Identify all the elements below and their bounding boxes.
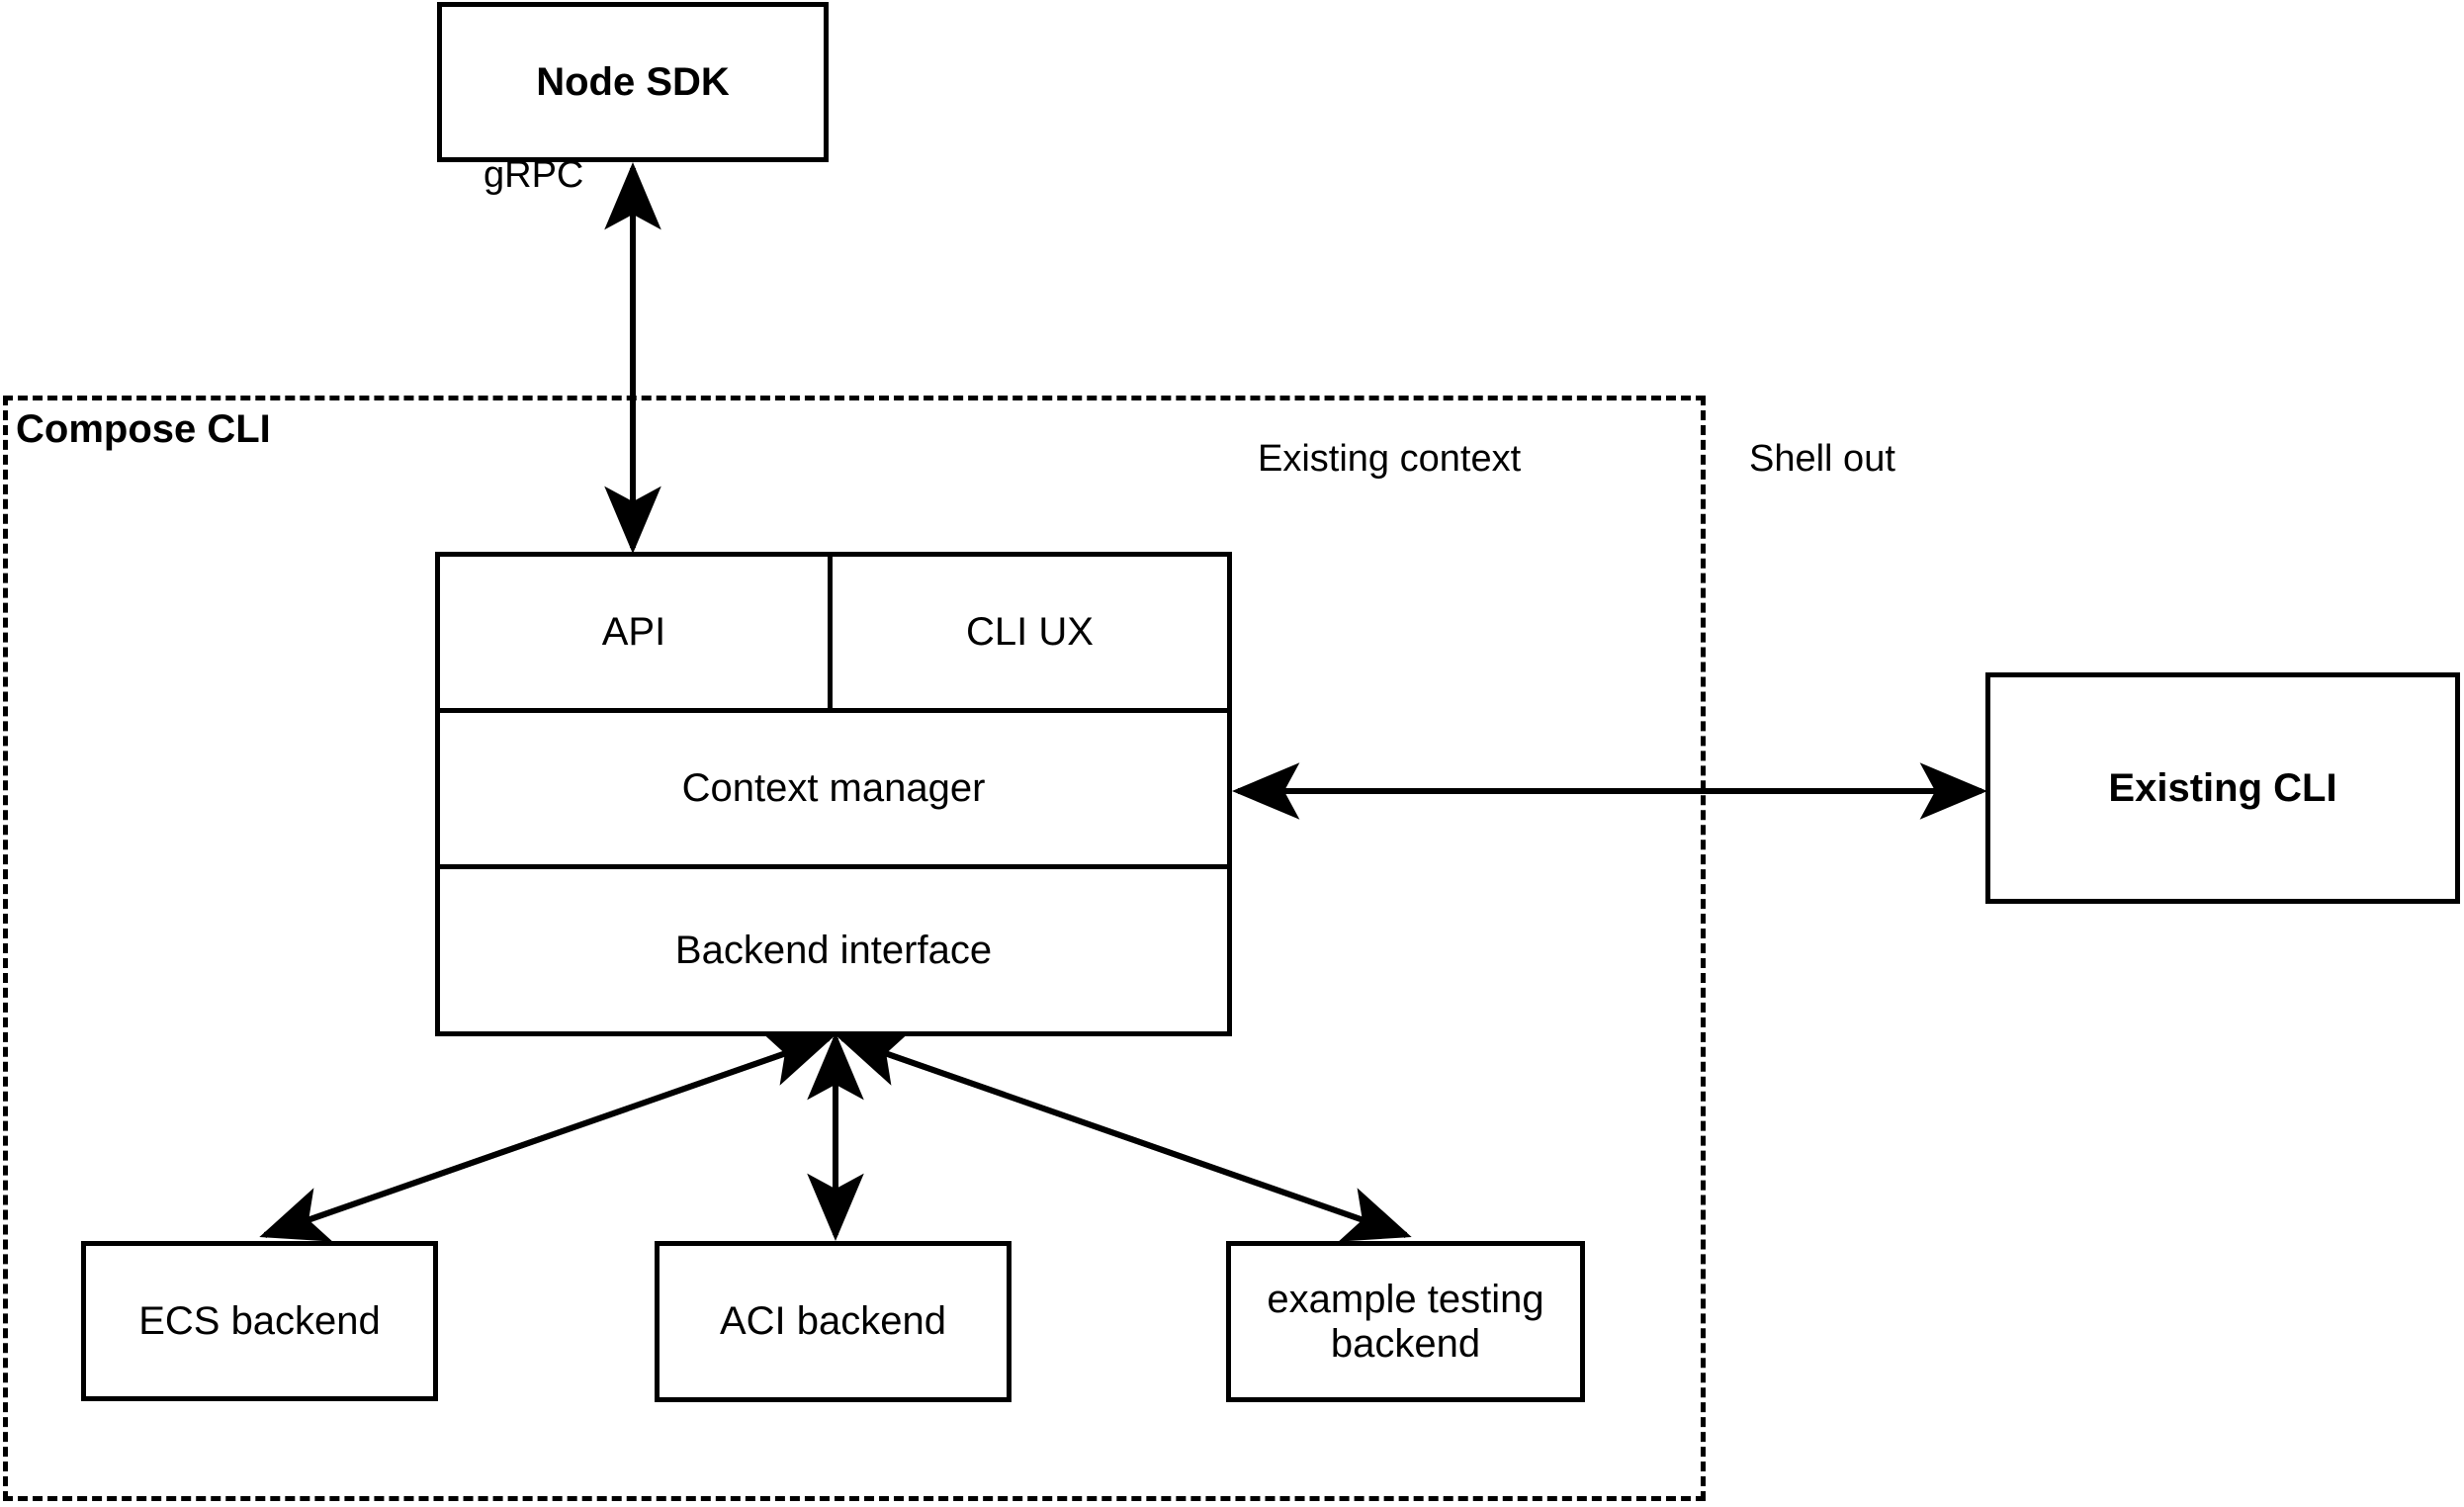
existing-cli-box: Existing CLI [1985, 672, 2460, 904]
ecs-backend-box: ECS backend [81, 1241, 438, 1401]
example-testing-backend-box: example testing backend [1226, 1241, 1585, 1402]
edge-label-grpc: gRPC [484, 154, 584, 196]
backend-interface-cell: Backend interface [440, 869, 1227, 1031]
node-sdk-label: Node SDK [536, 59, 730, 104]
backend-interface-label: Backend interface [674, 928, 993, 972]
aci-backend-box: ACI backend [655, 1241, 1012, 1402]
node-sdk-box: Node SDK [437, 2, 829, 162]
example-testing-backend-label: example testing backend [1257, 1278, 1553, 1367]
aci-backend-label: ACI backend [719, 1299, 947, 1344]
example-testing-backend-label-line1: example testing [1267, 1277, 1544, 1321]
edge-label-shell-out: Shell out [1749, 438, 1895, 480]
context-manager-label: Context manager [681, 766, 986, 810]
api-cliux-row: API CLI UX [440, 557, 1227, 713]
compose-cli-label: Compose CLI [16, 407, 271, 451]
api-label: API [601, 610, 666, 654]
ecs-backend-label: ECS backend [138, 1298, 381, 1343]
context-manager-cell: Context manager [440, 713, 1227, 869]
compose-cli-core-stack: API CLI UX Context manager Backend inter… [435, 552, 1232, 1036]
existing-cli-label: Existing CLI [2108, 765, 2337, 810]
example-testing-backend-label-line2: backend [1330, 1321, 1481, 1366]
edge-label-existing-context: Existing context [1258, 438, 1522, 480]
api-cell: API [440, 557, 833, 708]
compose-cli-boundary [3, 396, 1706, 1501]
cli-ux-label: CLI UX [966, 610, 1094, 654]
cli-ux-cell: CLI UX [833, 557, 1227, 708]
